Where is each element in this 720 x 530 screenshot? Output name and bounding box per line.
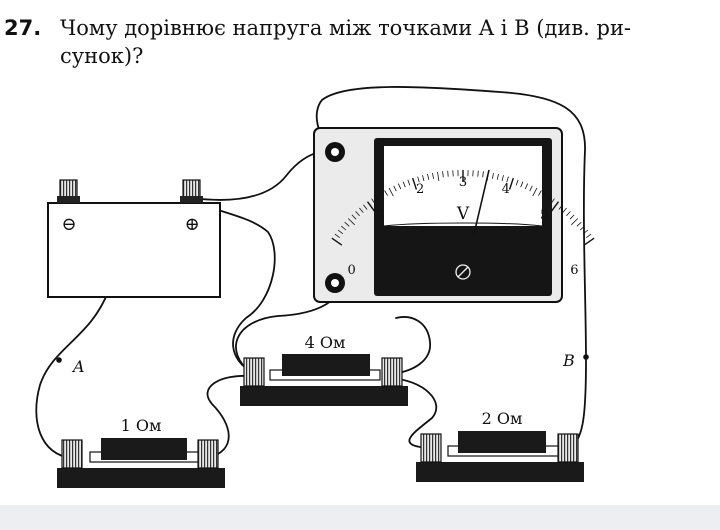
battery: ⊖ ⊕ (47, 179, 221, 298)
wire-1ohm-to-4ohm (206, 375, 253, 459)
voltmeter-tick (482, 171, 484, 178)
point-b-label: B (562, 351, 575, 370)
voltmeter-tick (546, 195, 551, 202)
question-number: 27. (4, 16, 42, 40)
voltmeter-tick (576, 221, 582, 227)
voltmeter-scale-label: 3 (459, 175, 467, 190)
voltmeter-bottom-terminal (325, 273, 345, 293)
voltmeter-tick (550, 198, 555, 204)
voltmeter-tick (397, 183, 402, 190)
voltmeter-tick (558, 204, 563, 210)
voltmeter-tick (341, 225, 347, 231)
voltmeter-scale-label: 0 (347, 263, 355, 278)
voltmeter-tick (492, 172, 494, 179)
question-line-2: сунок)? (60, 44, 144, 68)
voltmeter-tick (520, 181, 524, 188)
voltmeter-tick (532, 187, 538, 197)
voltmeter-tick (524, 183, 529, 190)
battery-plus-sign: ⊕ (184, 214, 199, 235)
voltmeter-tick (501, 175, 504, 182)
voltmeter-needle (473, 169, 490, 235)
voltmeter-tick (379, 192, 384, 199)
voltmeter-tick (422, 175, 425, 182)
question-line-1: Чому дорівнює напруга між точками A і B … (60, 16, 632, 40)
voltmeter-tick (393, 185, 397, 192)
point-b-dot (583, 354, 589, 360)
voltmeter-zero-adjust (455, 264, 471, 280)
wire-4ohm-right-loop (389, 316, 431, 375)
voltmeter-tick (334, 233, 340, 239)
voltmeter-tick (359, 207, 364, 213)
voltmeter: 0 1 2 3 4 5 6 V (313, 127, 595, 303)
wire-4ohm-to-2ohm (389, 377, 438, 449)
voltmeter-tick (355, 211, 360, 217)
voltmeter-tick (569, 214, 575, 220)
voltmeter-tick (402, 181, 406, 188)
resistor-1ohm-label: 1 Ом (121, 416, 162, 435)
voltmeter-scale-label: 1 (378, 208, 386, 223)
voltmeter-tick (331, 237, 343, 246)
battery-plus-terminal (180, 179, 203, 203)
voltmeter-scale-label: 6 (570, 263, 578, 278)
voltmeter-tick (388, 187, 394, 197)
voltmeter-tick (477, 170, 479, 177)
voltmeter-tick (542, 192, 547, 199)
voltmeter-tick (515, 179, 519, 186)
point-a-label: A (71, 357, 85, 376)
voltmeter-scale-label: 2 (416, 182, 424, 197)
voltmeter-scale-label: 5 (540, 208, 548, 223)
voltmeter-tick (529, 185, 533, 192)
voltmeter-tick (412, 177, 418, 190)
voltmeter-tick (550, 201, 560, 212)
resistor-2ohm-label: 2 Ом (482, 409, 523, 428)
voltmeter-tick (344, 221, 350, 227)
voltmeter-dial-face (384, 146, 542, 226)
voltmeter-tick (384, 190, 388, 196)
voltmeter-tick (508, 177, 514, 190)
voltmeter-tick (582, 229, 589, 235)
voltmeter-tick (366, 201, 376, 212)
voltmeter-tick (538, 190, 542, 196)
voltmeter-tick (351, 214, 357, 220)
voltmeter-tick (437, 171, 440, 181)
voltmeter-tick (375, 195, 380, 202)
voltmeter-tick (566, 211, 571, 217)
voltmeter-tick (442, 171, 444, 178)
voltmeter-tick (562, 207, 567, 213)
resistor-1ohm: 1 Ом (57, 416, 225, 488)
voltmeter-tick (583, 237, 595, 246)
voltmeter-tick (447, 170, 449, 177)
voltmeter-tick (432, 172, 434, 179)
voltmeter-tick (347, 218, 355, 226)
voltmeter-tick (417, 176, 420, 183)
voltmeter-tick (579, 225, 585, 231)
wires (35, 86, 587, 459)
resistor-4ohm: 4 Ом (240, 333, 408, 406)
voltmeter-tick (571, 218, 579, 226)
voltmeter-tick (337, 229, 344, 235)
battery-minus-terminal (57, 179, 80, 203)
voltmeter-tick (496, 173, 499, 180)
voltmeter-unit: V (456, 204, 470, 224)
resistor-2ohm: 2 Ом (416, 409, 584, 482)
voltmeter-tick (363, 204, 368, 210)
voltmeter-scale: 0 1 2 3 4 5 6 (331, 170, 595, 278)
voltmeter-tick (506, 176, 509, 183)
bottom-bar (0, 505, 720, 530)
wire-plus-loop (191, 197, 276, 373)
voltmeter-tick (371, 198, 376, 204)
circuit-diagram: ⊖ ⊕ 0 1 2 3 4 5 6 V 1 Ом 4 (35, 86, 595, 488)
resistor-4ohm-label: 4 Ом (305, 333, 346, 352)
voltmeter-tick (407, 179, 411, 186)
voltmeter-tick (427, 173, 430, 180)
point-a-dot (56, 357, 62, 363)
voltmeter-scale-label: 4 (502, 182, 510, 197)
battery-minus-sign: ⊖ (61, 214, 76, 235)
voltmeter-tick (586, 233, 592, 239)
wire-voltmeter-top-loop (315, 86, 587, 451)
voltmeter-top-terminal (325, 142, 345, 162)
